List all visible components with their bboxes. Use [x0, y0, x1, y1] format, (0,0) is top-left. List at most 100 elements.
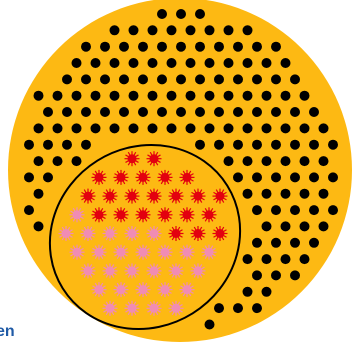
- black-dot-icon: [34, 156, 44, 166]
- black-dot-icon: [271, 270, 281, 280]
- black-dot-icon: [91, 58, 101, 68]
- black-dot-icon: [271, 140, 281, 150]
- black-dot-icon: [290, 270, 300, 280]
- black-dot-icon: [243, 189, 253, 199]
- black-dot-icon: [138, 74, 148, 84]
- black-dot-icon: [224, 58, 234, 68]
- black-dot-icon: [100, 42, 110, 52]
- black-dot-icon: [138, 107, 148, 117]
- black-dot-icon: [148, 58, 158, 68]
- black-dot-icon: [157, 74, 167, 84]
- black-dot-icon: [138, 42, 148, 52]
- black-dot-icon: [81, 74, 91, 84]
- black-dot-icon: [43, 107, 53, 117]
- black-dot-icon: [271, 42, 281, 52]
- black-dot-icon: [243, 25, 253, 35]
- black-dot-icon: [281, 123, 291, 133]
- black-dot-icon: [110, 58, 120, 68]
- black-dot-icon: [62, 107, 72, 117]
- black-dot-icon: [233, 42, 243, 52]
- caption-text: en: [0, 323, 15, 341]
- black-dot-icon: [262, 189, 272, 199]
- black-dot-icon: [300, 91, 310, 101]
- black-dot-icon: [176, 74, 186, 84]
- black-dot-icon: [243, 58, 253, 68]
- black-dot-icon: [224, 156, 234, 166]
- black-dot-icon: [129, 91, 139, 101]
- black-dot-icon: [319, 189, 329, 199]
- black-dot-icon: [119, 42, 129, 52]
- black-dot-icon: [148, 25, 158, 35]
- black-dot-icon: [195, 9, 205, 19]
- black-dot-icon: [252, 303, 262, 313]
- black-dot-icon: [328, 205, 338, 215]
- black-dot-icon: [62, 140, 72, 150]
- black-dot-icon: [34, 221, 44, 231]
- black-dot-icon: [252, 205, 262, 215]
- black-dot-icon: [214, 42, 224, 52]
- black-dot-icon: [43, 172, 53, 182]
- black-dot-icon: [290, 74, 300, 84]
- black-dot-icon: [195, 107, 205, 117]
- black-dot-icon: [262, 91, 272, 101]
- black-dot-icon: [81, 42, 91, 52]
- black-dot-icon: [252, 107, 262, 117]
- black-dot-icon: [214, 74, 224, 84]
- black-dot-icon: [176, 42, 186, 52]
- black-dot-icon: [24, 205, 34, 215]
- black-dot-icon: [243, 287, 253, 297]
- black-dot-icon: [262, 156, 272, 166]
- black-dot-icon: [100, 74, 110, 84]
- black-dot-icon: [290, 238, 300, 248]
- black-dot-icon: [233, 140, 243, 150]
- black-dot-icon: [262, 221, 272, 231]
- black-dot-icon: [224, 91, 234, 101]
- black-dot-icon: [290, 172, 300, 182]
- black-dot-icon: [319, 123, 329, 133]
- black-dot-icon: [81, 107, 91, 117]
- black-dot-icon: [214, 303, 224, 313]
- black-dot-icon: [290, 107, 300, 117]
- black-dot-icon: [233, 172, 243, 182]
- black-dot-icon: [119, 74, 129, 84]
- black-dot-icon: [72, 123, 82, 133]
- black-dot-icon: [205, 25, 215, 35]
- black-dot-icon: [252, 140, 262, 150]
- black-dot-icon: [262, 287, 272, 297]
- black-dot-icon: [157, 42, 167, 52]
- black-dot-icon: [271, 172, 281, 182]
- black-dot-icon: [91, 123, 101, 133]
- black-dot-icon: [100, 107, 110, 117]
- black-dot-icon: [243, 123, 253, 133]
- black-dot-icon: [167, 91, 177, 101]
- black-dot-icon: [186, 25, 196, 35]
- black-dot-icon: [262, 123, 272, 133]
- black-dot-icon: [43, 140, 53, 150]
- black-dot-icon: [34, 123, 44, 133]
- black-dot-icon: [243, 254, 253, 264]
- black-dot-icon: [24, 140, 34, 150]
- black-dot-icon: [148, 123, 158, 133]
- black-dot-icon: [195, 74, 205, 84]
- black-dot-icon: [167, 25, 177, 35]
- black-dot-icon: [252, 42, 262, 52]
- black-dot-icon: [300, 189, 310, 199]
- black-dot-icon: [129, 58, 139, 68]
- black-dot-icon: [167, 58, 177, 68]
- black-dot-icon: [252, 238, 262, 248]
- black-dot-icon: [281, 156, 291, 166]
- black-dot-icon: [233, 107, 243, 117]
- black-dot-icon: [205, 91, 215, 101]
- black-dot-icon: [205, 58, 215, 68]
- black-dot-icon: [34, 91, 44, 101]
- black-dot-icon: [290, 140, 300, 150]
- black-dot-icon: [290, 205, 300, 215]
- black-dot-icon: [252, 74, 262, 84]
- black-dot-icon: [300, 254, 310, 264]
- black-dot-icon: [300, 221, 310, 231]
- black-dot-icon: [129, 123, 139, 133]
- black-dot-icon: [214, 107, 224, 117]
- black-dot-icon: [167, 123, 177, 133]
- black-dot-icon: [176, 107, 186, 117]
